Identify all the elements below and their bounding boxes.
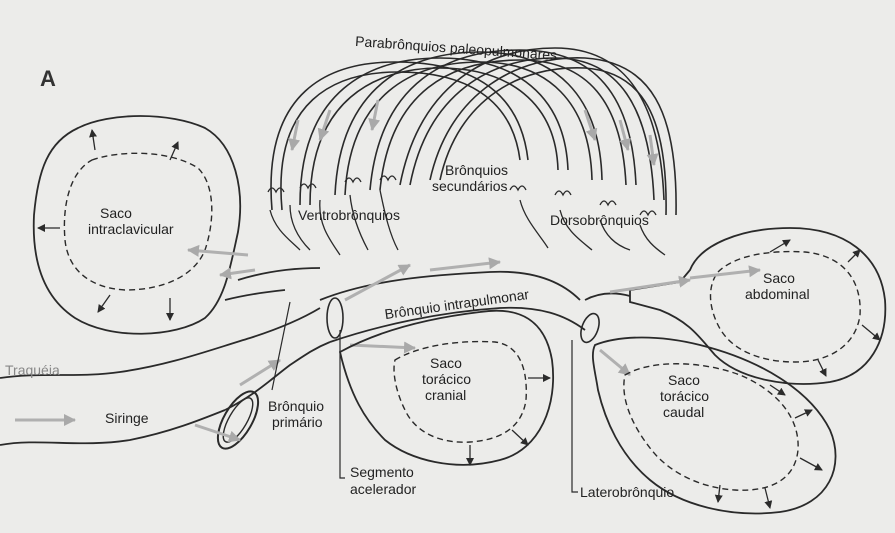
secondary-bronchi-tufts (267, 175, 666, 256)
label-bronquios-secundarios-1: Brônquios (445, 162, 509, 178)
label-bronquio-primario-2: primário (272, 414, 323, 430)
bronchus-flow-arrows (15, 244, 761, 443)
label-saco-abdominal-1: Saco (763, 270, 795, 286)
parabronchi-arches (270, 47, 677, 216)
label-saco-abdominal-2: abdominal (745, 286, 810, 302)
label-saco-toracico-cranial-3: cranial (425, 387, 467, 403)
label-saco-toracico-caudal-3: caudal (663, 404, 705, 420)
label-segmento-acelerador-1: Segmento (350, 464, 414, 480)
label-saco-toracico-cranial-1: Saco (430, 355, 462, 371)
label-saco-toracico-caudal-2: torácico (660, 388, 710, 404)
label-siringe: Siringe (105, 410, 149, 426)
label-dorsobronquios: Dorsobrônquios (550, 212, 649, 228)
abdominal-sac (629, 227, 887, 385)
cranial-thoracic-sac (338, 309, 554, 466)
label-traqueia: Traquéia (5, 362, 60, 378)
label-laterobronquio: Laterobrônquio (580, 484, 675, 500)
parabronchi-flow-arrows (288, 99, 659, 166)
label-bronquios-secundarios-2: secundários (432, 178, 508, 194)
label-saco-intraclavicular-1: Saco (100, 205, 132, 221)
label-ventrobronquios: Ventrobrônquios (298, 207, 400, 223)
intraclavicular-sac (32, 115, 241, 335)
trachea-and-primary-bronchus (0, 267, 631, 450)
label-segmento-acelerador-2: acelerador (350, 481, 417, 497)
caudal-thoracic-sac (592, 336, 837, 515)
label-saco-toracico-cranial-2: torácico (422, 371, 472, 387)
label-saco-toracico-caudal-1: Saco (668, 372, 700, 388)
leader-lines (271, 301, 578, 493)
label-bronquio-primario-1: Brônquio (268, 398, 325, 414)
panel-letter: A (40, 66, 56, 91)
label-saco-intraclavicular-2: intraclavicular (88, 221, 174, 237)
